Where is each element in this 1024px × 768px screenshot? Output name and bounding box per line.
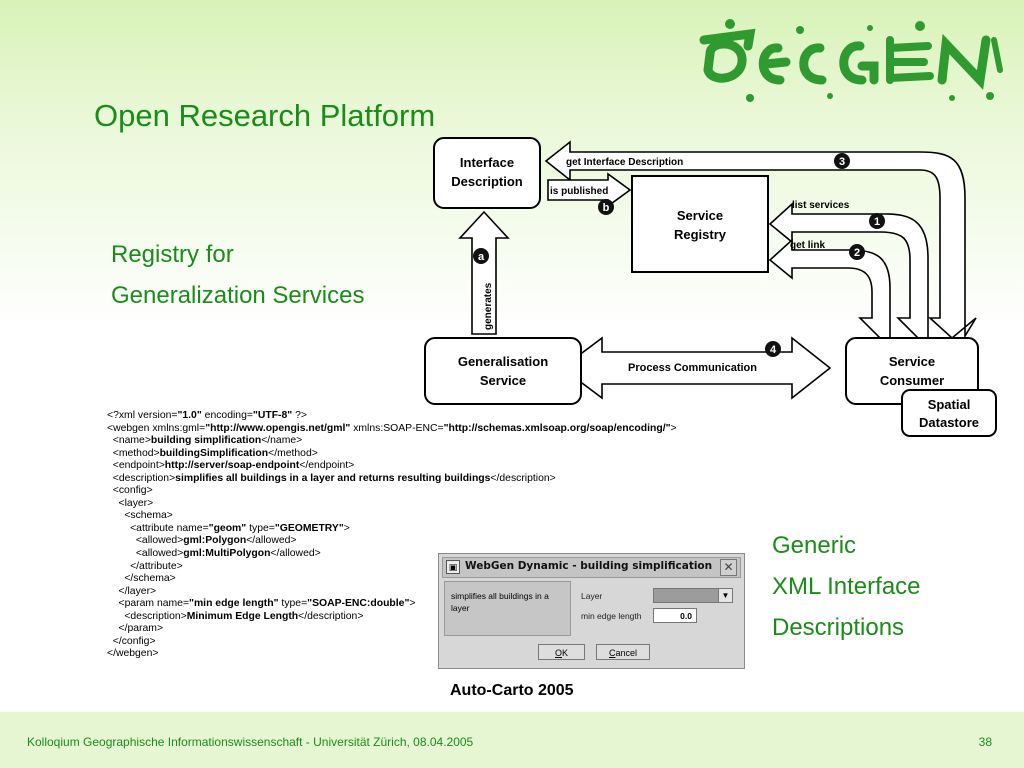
service-consumer-label: Consumer (880, 373, 944, 388)
get-interface-description-label: get Interface Description (566, 157, 683, 168)
xml-line: </attribute> (107, 560, 183, 572)
generic-line: Generic (772, 532, 857, 559)
spatial-datastore-box (901, 389, 997, 437)
dialog-description: simplifies all buildings in a layer (444, 581, 571, 636)
badge-2-label: 2 (854, 247, 860, 259)
webgen-dialog: ▣ WebGen Dynamic - building simplificati… (438, 553, 745, 669)
xml-line: <allowed>gml:Polygon</allowed> (107, 535, 297, 547)
ok-button[interactable]: OK (538, 644, 585, 660)
cancel-button[interactable]: Cancel (596, 644, 650, 660)
xml-line: <layer> (107, 497, 154, 509)
slide-title: Open Research Platform (94, 98, 436, 133)
generates-label: generates (483, 282, 494, 330)
service-registry-label: Service (677, 208, 723, 223)
get-link-label: get link (790, 240, 825, 251)
generic-line: XML Interface (772, 573, 921, 600)
min-edge-length-input[interactable]: 0.0 (653, 608, 697, 623)
generalisation-service-label: Generalisation (458, 354, 548, 369)
registry-heading: Registry for Generalization Services (111, 234, 364, 316)
xml-line: </config> (107, 635, 156, 647)
badge-a (473, 248, 489, 264)
generalisation-service-box (424, 337, 582, 405)
arrow-is-published (547, 172, 632, 208)
badge-b-label: b (603, 202, 610, 214)
generalisation-service-label: Service (480, 373, 526, 388)
arrow-generates (458, 210, 510, 335)
arrow-process-communication (560, 336, 832, 400)
badge-a-label: a (478, 251, 485, 263)
xml-line: <param name="min edge length" type="SOAP… (107, 598, 416, 610)
min-edge-length-label: min edge length (581, 611, 642, 621)
service-registry-box (631, 175, 769, 273)
spatial-datastore-label: Spatial (928, 397, 971, 412)
generic-heading: Generic XML Interface Descriptions (772, 525, 921, 648)
interface-description-label: Interface (460, 155, 514, 170)
close-icon[interactable]: ✕ (720, 559, 737, 576)
spatial-datastore-label: Datastore (919, 415, 979, 430)
xml-line: <method>buildingSimplification</method> (107, 447, 318, 459)
badge-1-label: 1 (874, 216, 880, 228)
xml-line: <allowed>gml:MultiPolygon</allowed> (107, 548, 321, 560)
logo-graphic (699, 19, 1003, 102)
xml-line: <webgen xmlns:gml="http://www.opengis.ne… (107, 422, 677, 434)
xml-line: <?xml version="1.0" encoding="UTF-8" ?> (107, 410, 307, 421)
xml-line: <description>Minimum Edge Length</descri… (107, 610, 364, 622)
dialog-titlebar[interactable]: ▣ WebGen Dynamic - building simplificati… (442, 557, 741, 578)
xml-line: </schema> (107, 573, 176, 585)
service-consumer-label: Service (889, 354, 935, 369)
list-services-label: list services (792, 200, 850, 211)
arrow-list-services (768, 202, 929, 339)
dialog-title: WebGen Dynamic - building simplification (465, 560, 713, 572)
is-published-label: is published (550, 186, 608, 197)
arrow-get-link (768, 238, 891, 339)
badge-3 (834, 153, 850, 169)
page-number: 38 (978, 735, 992, 749)
architecture-diagram: Interface Description Service Registry G… (424, 137, 997, 437)
badge-4 (765, 341, 781, 357)
xml-line: <endpoint>http://server/soap-endpoint</e… (107, 460, 355, 472)
badge-1 (869, 213, 885, 229)
xml-line: </param> (107, 623, 164, 635)
chevron-down-icon[interactable]: ▼ (718, 589, 732, 602)
app-window-icon: ▣ (446, 560, 460, 574)
caption: Auto-Carto 2005 (450, 682, 574, 699)
xml-line: <name>building simplification</name> (107, 435, 303, 447)
badge-2 (849, 244, 865, 260)
badge-b (598, 199, 614, 215)
interface-description-label: Description (451, 174, 523, 189)
xml-line: <config> (107, 485, 153, 497)
layer-select[interactable]: ▼ (653, 588, 733, 603)
layer-label: Layer (581, 591, 603, 601)
badge-3-label: 3 (839, 156, 845, 168)
registry-line: Registry for (111, 241, 234, 268)
xml-line: <description>simplifies all buildings in… (107, 472, 556, 484)
generic-line: Descriptions (772, 614, 905, 641)
xml-line: <schema> (107, 510, 173, 522)
footer: Kolloqium Geographische Informationswiss… (0, 712, 1024, 768)
service-registry-label: Registry (674, 227, 727, 242)
xml-line: <attribute name="geom" type="GEOMETRY"> (107, 522, 350, 534)
xml-listing: <?xml version="1.0" encoding="UTF-8" ?><… (107, 410, 677, 661)
interface-description-box (433, 137, 541, 209)
badge-4-label: 4 (770, 344, 777, 356)
registry-line: Generalization Services (111, 282, 365, 309)
process-communication-label: Process Communication (628, 362, 757, 374)
footer-text: Kolloqium Geographische Informationswiss… (27, 735, 474, 749)
xml-line: </layer> (107, 585, 157, 597)
xml-line: </webgen> (107, 648, 159, 660)
